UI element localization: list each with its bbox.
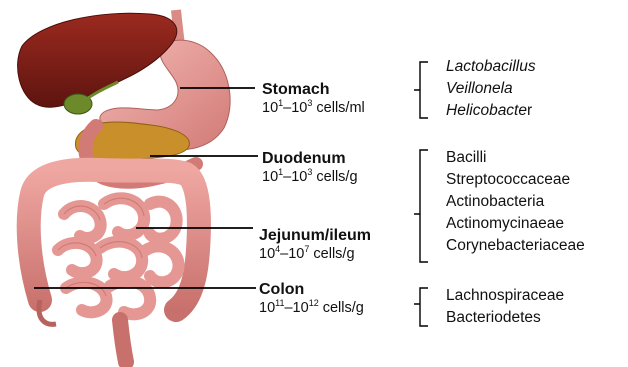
taxon-item: Corynebacteriaceae: [446, 235, 585, 257]
colon-label: Colon 1011–1012 cells/g: [259, 280, 364, 318]
taxon-item: Actinobacteria: [446, 191, 585, 213]
rectum-shape: [120, 320, 126, 362]
cell-count: 101–103 cells/ml: [262, 99, 365, 118]
stomach-label: Stomach 101–103 cells/ml: [262, 80, 365, 118]
colon-bracket: [414, 288, 428, 326]
region-name: Duodenum: [262, 149, 358, 168]
cell-count: 101–103 cells/g: [262, 168, 358, 187]
region-name: Stomach: [262, 80, 365, 99]
taxon-item: Veillonela: [446, 78, 536, 100]
colon-taxa-list: Lachnospiraceae Bacteriodetes: [446, 285, 564, 329]
taxon-item: Helicobacter: [446, 100, 536, 122]
cell-count: 104–107 cells/g: [259, 245, 371, 264]
brackets: [414, 62, 428, 326]
stomach-taxa-list: Lactobacillus Veillonela Helicobacter: [446, 56, 536, 122]
taxon-item: Streptococcaceae: [446, 169, 585, 191]
small-intestine-shape: [58, 198, 179, 314]
duodenum-label: Duodenum 101–103 cells/g: [262, 149, 358, 187]
taxon-item: Lactobacillus: [446, 56, 536, 78]
region-name: Jejunum/ileum: [259, 226, 371, 245]
region-name: Colon: [259, 280, 364, 299]
taxon-item: Lachnospiraceae: [446, 285, 564, 307]
jejunum-ileum-label: Jejunum/ileum 104–107 cells/g: [259, 226, 371, 264]
small-intestine-taxa-list: Bacilli Streptococcaceae Actinobacteria …: [446, 147, 585, 257]
cell-count: 1011–1012 cells/g: [259, 299, 364, 318]
taxon-item: Bacilli: [446, 147, 585, 169]
small-intestine-bracket: [414, 150, 428, 262]
taxon-item: Actinomycinaeae: [446, 213, 585, 235]
taxon-item: Bacteriodetes: [446, 307, 564, 329]
stomach-bracket: [414, 62, 428, 118]
